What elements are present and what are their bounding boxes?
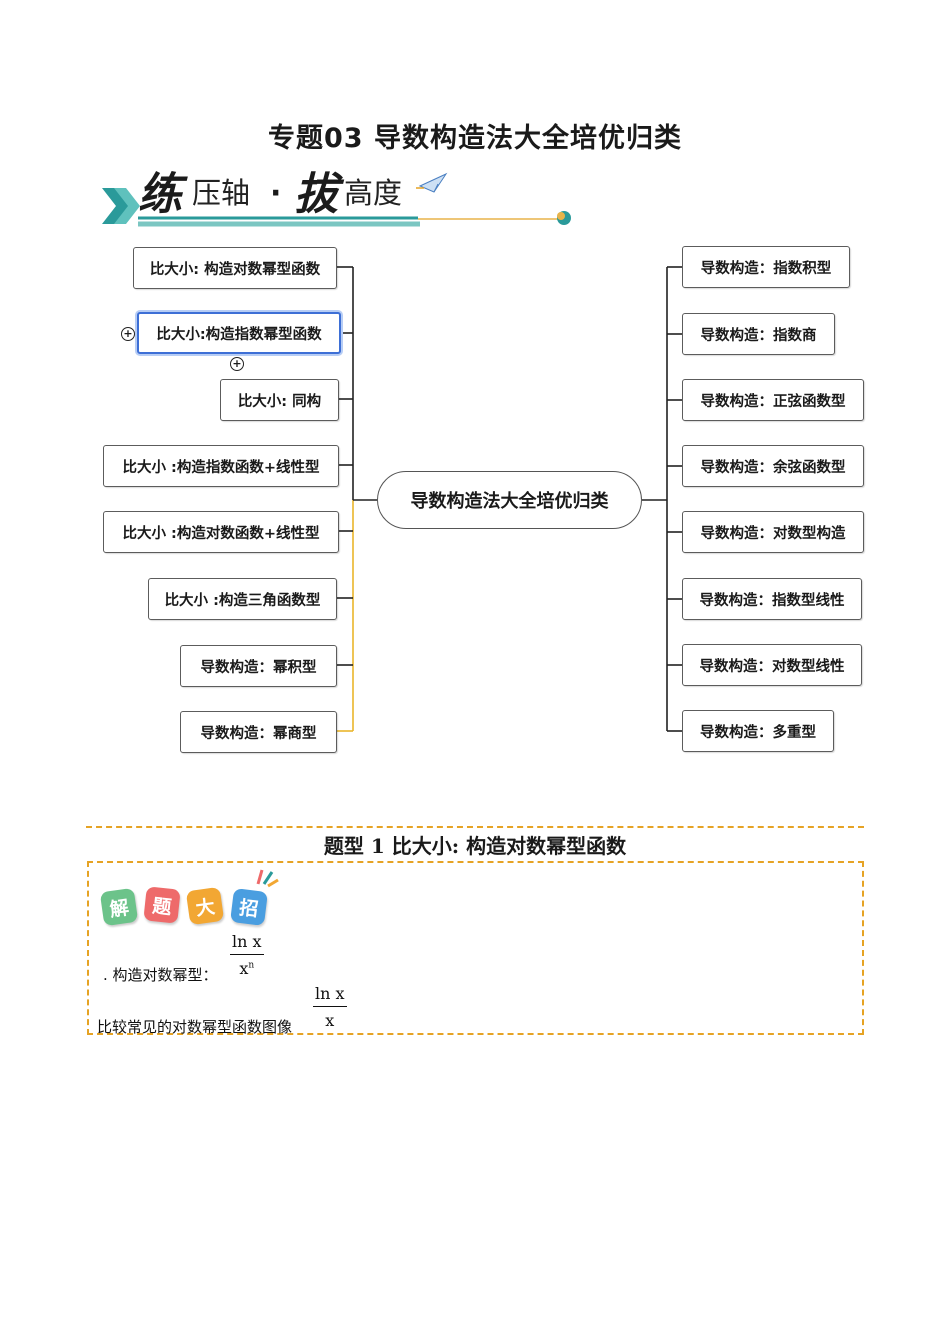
solution-tips-box bbox=[87, 861, 864, 1035]
mindmap-node-right-8[interactable]: 导数构造：多重型 bbox=[682, 710, 834, 752]
paper-plane-icon bbox=[416, 172, 448, 193]
sparkle-icon bbox=[256, 869, 279, 888]
expand-icon[interactable]: + bbox=[121, 327, 135, 341]
formula-numerator: ln x bbox=[232, 932, 262, 951]
formula-ln-x-over-x: ln x x bbox=[313, 984, 347, 1030]
section-heading: 题型 1 比大小: 构造对数幂型函数 bbox=[323, 834, 627, 858]
section-banner: 练 压轴 · 拔 高度 bbox=[98, 158, 578, 238]
mindmap-node-right-7[interactable]: 导数构造：对数型线性 bbox=[682, 644, 862, 686]
tip-tile-2: 题 bbox=[143, 886, 181, 924]
mindmap-connectors bbox=[337, 266, 682, 732]
banner-text-height: 高度 bbox=[344, 176, 403, 210]
mindmap-node-left-8[interactable]: 导数构造：幂商型 bbox=[180, 711, 337, 753]
mindmap-node-left-2[interactable]: 比大小:构造指数幂型函数 bbox=[137, 312, 341, 354]
formula-denominator: x bbox=[239, 959, 249, 978]
mindmap-node-left-4[interactable]: 比大小 :构造指数函数+线性型 bbox=[103, 445, 339, 487]
mindmap-node-right-4[interactable]: 导数构造：余弦函数型 bbox=[682, 445, 864, 487]
tip-tile-1: 解 bbox=[99, 887, 139, 927]
formula-ln-x-over-x-n: ln x xn bbox=[230, 932, 264, 978]
banner-dot: · bbox=[270, 176, 282, 211]
mindmap-node-left-1[interactable]: 比大小: 构造对数幂型函数 bbox=[133, 247, 337, 289]
mindmap-node-left-6[interactable]: 比大小 :构造三角函数型 bbox=[148, 578, 337, 620]
banner-char-practice: 练 bbox=[138, 169, 182, 220]
mindmap-center-node[interactable]: 导数构造法大全培优归类 bbox=[377, 471, 642, 529]
banner-char-raise: 拔 bbox=[294, 169, 338, 220]
mindmap-node-left-7[interactable]: 导数构造：幂积型 bbox=[180, 645, 337, 687]
formula-denominator: x bbox=[325, 1011, 335, 1030]
banner-decoration bbox=[102, 172, 571, 227]
mindmap-node-right-2[interactable]: 导数构造：指数商 bbox=[682, 313, 835, 355]
tip-tile-3: 大 bbox=[185, 886, 225, 926]
mindmap-node-left-3[interactable]: 比大小: 同构 bbox=[220, 379, 339, 421]
mindmap-node-right-6[interactable]: 导数构造：指数型线性 bbox=[682, 578, 862, 620]
tip-line-1: . 构造对数幂型： bbox=[103, 966, 218, 984]
formula-exponent: n bbox=[248, 960, 255, 971]
mindmap-node-right-3[interactable]: 导数构造：正弦函数型 bbox=[682, 379, 864, 421]
section-divider bbox=[86, 826, 864, 828]
banner-text-axis: 压轴 bbox=[192, 176, 251, 210]
formula-numerator: ln x bbox=[315, 984, 345, 1003]
mindmap-node-right-1[interactable]: 导数构造：指数积型 bbox=[682, 246, 850, 288]
mindmap-node-left-5[interactable]: 比大小 :构造对数函数+线性型 bbox=[103, 511, 339, 553]
mindmap-node-right-5[interactable]: 导数构造：对数型构造 bbox=[682, 511, 864, 553]
tip-line-2: 比较常见的对数幂型函数图像 bbox=[97, 1018, 293, 1036]
tip-tile-4: 招 bbox=[230, 888, 268, 926]
expand-icon[interactable]: + bbox=[230, 357, 244, 371]
page-title: 专题03 导数构造法大全培优归类 bbox=[268, 123, 682, 154]
